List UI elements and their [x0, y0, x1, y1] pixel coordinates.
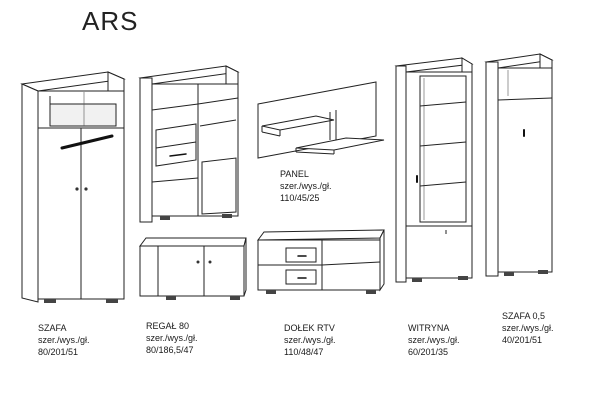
- item-label-szafa-05: SZAFA 0,5 szer./wys./gł. 40/201/51: [502, 310, 554, 346]
- page-title: ARS: [82, 6, 139, 36]
- item-label-witryna: WITRYNA szer./wys./gł. 60/201/35: [408, 322, 460, 358]
- item-dims: 60/201/35: [408, 347, 449, 357]
- item-dims: 80/201/51: [38, 347, 79, 357]
- item-label-dolek-rtv: DOŁEK RTV szer./wys./gł. 110/48/47: [284, 322, 336, 358]
- item-label-szafa: SZAFA szer./wys./gł. 80/201/51: [38, 322, 90, 358]
- item-name: SZAFA 0,5: [502, 311, 546, 321]
- item-dims-label: szer./wys./gł.: [408, 335, 460, 345]
- item-dims-label: szer./wys./gł.: [502, 323, 554, 333]
- item-label-panel: PANEL szer./wys./gł. 110/45/25: [280, 168, 332, 204]
- item-name: DOŁEK RTV: [284, 323, 335, 333]
- item-dims: 110/48/47: [284, 347, 324, 357]
- item-dims: 80/186,5/47: [146, 345, 194, 355]
- szafa-drawing: [20, 71, 126, 303]
- item-name: PANEL: [280, 169, 309, 179]
- witryna-drawing: [394, 57, 474, 283]
- item-dims-label: szer./wys./gł.: [284, 335, 336, 345]
- panel-drawing: [257, 81, 385, 159]
- dolek-rtv-drawing: [256, 229, 385, 294]
- item-dims: 40/201/51: [502, 335, 543, 345]
- item-name: SZAFA: [38, 323, 67, 333]
- item-label-regal-80: REGAŁ 80 szer./wys./gł. 80/186,5/47: [146, 320, 198, 356]
- item-dims-label: szer./wys./gł.: [280, 181, 332, 191]
- item-name: WITRYNA: [408, 323, 450, 333]
- item-dims-label: szer./wys./gł.: [146, 333, 198, 343]
- item-dims: 110/45/25: [280, 193, 320, 203]
- szafa-05-drawing: [484, 53, 554, 277]
- item-name: REGAŁ 80: [146, 321, 190, 331]
- item-dims-label: szer./wys./gł.: [38, 335, 90, 345]
- regal-80-drawing: [138, 65, 240, 223]
- cabinet-drawing: [139, 237, 247, 300]
